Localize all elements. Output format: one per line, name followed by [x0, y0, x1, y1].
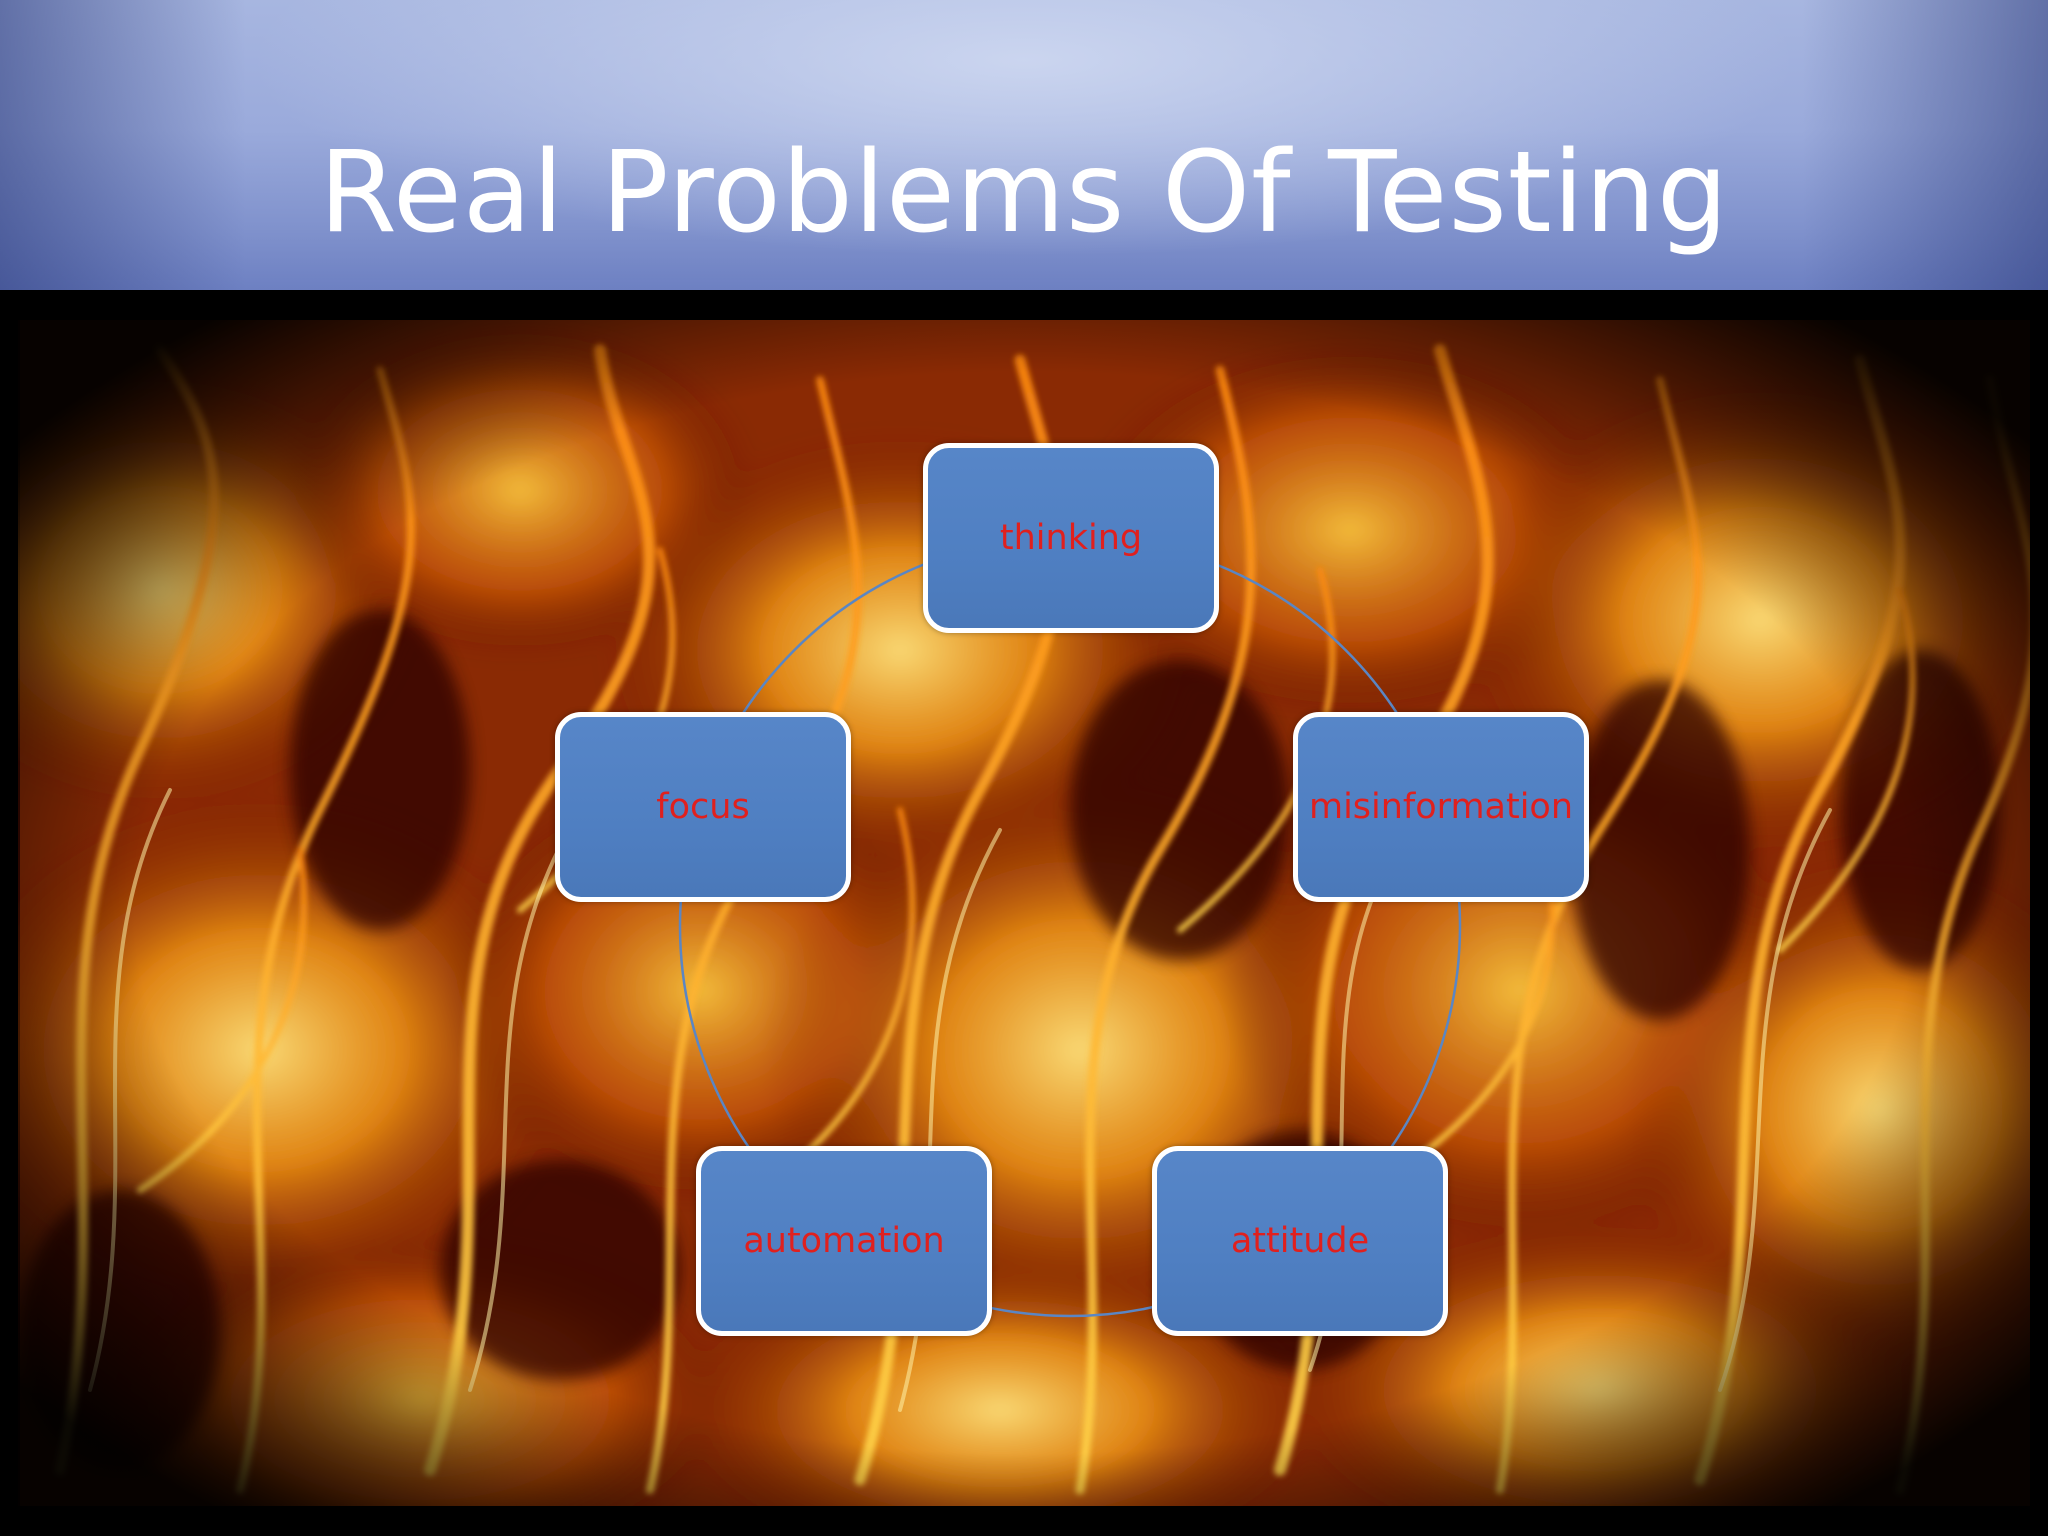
node-attitude[interactable]: attitude: [1152, 1146, 1448, 1336]
node-automation-label: automation: [743, 1221, 945, 1261]
node-misinformation-label: misinformation: [1308, 787, 1574, 827]
fire-flames-image: [0, 290, 2048, 1536]
node-focus-label: focus: [656, 787, 750, 827]
node-attitude-label: attitude: [1230, 1221, 1370, 1261]
node-thinking[interactable]: thinking: [923, 443, 1219, 633]
node-thinking-label: thinking: [999, 518, 1143, 558]
slide-title: Real Problems Of Testing: [319, 128, 1729, 258]
node-automation[interactable]: automation: [696, 1146, 992, 1336]
slide-header: Real Problems Of Testing: [0, 0, 2048, 290]
node-focus[interactable]: focus: [555, 712, 851, 902]
node-misinformation[interactable]: misinformation: [1293, 712, 1589, 902]
